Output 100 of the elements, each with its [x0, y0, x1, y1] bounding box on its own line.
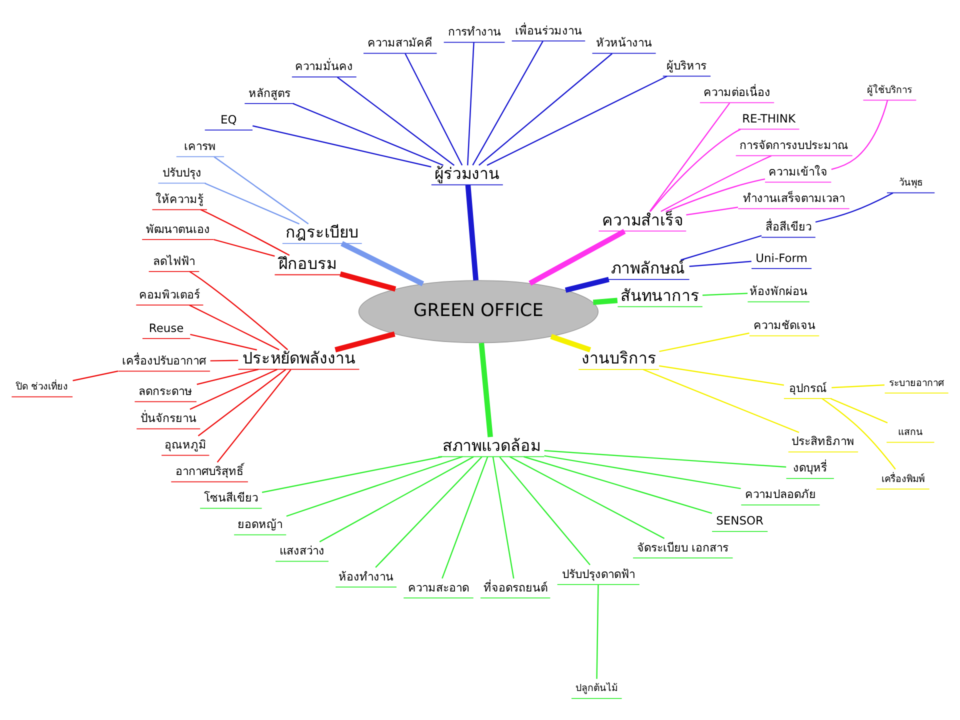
- node-text: คอมพิวเตอร์: [139, 287, 200, 302]
- node-text: ที่จอดรถยนต์: [483, 580, 548, 594]
- connector: [337, 76, 455, 166]
- node-text: ความปลอดภัย: [744, 487, 816, 502]
- node-text: ความชัดเจน: [753, 318, 816, 332]
- node-text: อุณหภูมิ: [164, 438, 206, 452]
- connector: [509, 456, 665, 539]
- node-text: ความต่อเนื่อง: [704, 85, 771, 100]
- node-text: ผู้บริหาร: [666, 58, 707, 73]
- node-text: ผู้ใช้บริการ: [867, 84, 912, 96]
- connector: [499, 456, 590, 566]
- connector: [189, 271, 288, 350]
- node-text: วันพุธ: [898, 178, 923, 189]
- connector: [649, 102, 730, 212]
- node-text: การทำงาน: [448, 24, 501, 39]
- connector: [659, 365, 784, 386]
- connector: [196, 368, 259, 385]
- node-text: กฎระเบียบ: [286, 222, 359, 242]
- node-text: เครื่องพิมพ์: [881, 474, 924, 485]
- connector: [214, 156, 309, 224]
- connector: [642, 368, 800, 433]
- connector: [72, 370, 118, 382]
- connector: [210, 360, 238, 362]
- connector: [340, 271, 396, 292]
- node-text: เครื่องปรับอากาศ: [122, 353, 206, 368]
- node-text: งานบริการ: [581, 348, 656, 368]
- node-text: ภาพลักษณ์: [611, 258, 686, 278]
- node-text: สภาพแวดล้อม: [442, 436, 540, 455]
- node-text: อุปกรณ์: [788, 380, 827, 395]
- node-text: แสงสว่าง: [280, 544, 325, 558]
- connector: [659, 332, 750, 352]
- node-text: ลดไฟฟ้า: [152, 254, 195, 268]
- connector: [190, 334, 257, 350]
- connector: [200, 209, 290, 256]
- node-text: สื่อสีเขียว: [765, 220, 812, 234]
- connector: [660, 155, 772, 212]
- connector: [472, 40, 544, 166]
- connector: [334, 331, 396, 352]
- node-text: Reuse: [148, 320, 184, 335]
- node-text: ปลูกต้นไม้: [576, 683, 618, 694]
- connector: [564, 276, 610, 293]
- node-text: ประหยัดพลังงาน: [242, 348, 356, 368]
- connector: [686, 206, 738, 216]
- node-text: ปรับปรุงดาดฟ้า: [562, 566, 635, 581]
- connector: [593, 298, 618, 306]
- node-text: แสกน: [898, 427, 923, 438]
- node-text: SENSOR: [716, 514, 764, 528]
- connector: [832, 384, 885, 388]
- node-text: ฝึกอบรม: [278, 254, 336, 273]
- connector: [544, 450, 786, 468]
- connector: [198, 368, 286, 436]
- node-text: เพื่อนร่วมงาน: [514, 23, 582, 38]
- connector: [286, 456, 463, 517]
- node-text: ให้ความรู้: [156, 192, 204, 206]
- connector: [680, 235, 762, 261]
- connector: [204, 182, 300, 224]
- connector: [478, 342, 493, 438]
- connector: [375, 456, 482, 568]
- connector: [478, 53, 612, 166]
- node-text: EQ: [220, 112, 237, 126]
- node-text: จัดระเบียบ เอกสาร: [637, 540, 729, 554]
- connector: [830, 398, 888, 424]
- connector: [214, 238, 275, 257]
- node-text: ยอดหญ้า: [238, 517, 283, 532]
- connector: [524, 456, 712, 514]
- connector: [216, 369, 292, 463]
- node-text: ความเข้าใจ: [768, 164, 828, 179]
- connector: [292, 102, 444, 166]
- node-text: ประสิทธิภาพ: [792, 434, 855, 448]
- connector: [465, 184, 478, 281]
- node-text: ผู้ร่วมงาน: [434, 164, 500, 183]
- node-text: ความมั่นคง: [295, 59, 354, 74]
- connector: [831, 100, 888, 170]
- connector: [596, 585, 599, 679]
- node-text: สันทนาการ: [620, 286, 700, 305]
- connector: [815, 192, 894, 223]
- connector: [252, 125, 432, 168]
- connector: [822, 398, 896, 470]
- node-text: ห้องพักผ่อน: [750, 284, 808, 298]
- node-text: ปั่นจักรยาน: [140, 411, 196, 426]
- connector: [702, 292, 748, 296]
- connector: [486, 76, 668, 166]
- node-text: เคารพ: [184, 138, 216, 153]
- node-text: หลักสูตร: [248, 86, 290, 100]
- node-text: อากาศบริสุทธิ์: [176, 464, 244, 478]
- node-text: ลดกระดาษ: [138, 384, 193, 398]
- connector: [340, 241, 424, 286]
- connector: [544, 455, 741, 490]
- node-text: หัวหน้างาน: [596, 36, 652, 50]
- node-text: RE-THINK: [742, 112, 796, 126]
- node-text: ระบายอากาศ: [889, 378, 944, 389]
- node-text: Uni-Form: [756, 250, 808, 265]
- connector: [666, 178, 766, 212]
- connector: [404, 53, 463, 166]
- node-text: ปิด ช่วงเที่ยง: [16, 382, 68, 393]
- connector: [442, 456, 488, 579]
- connector: [467, 42, 474, 166]
- node-text: ความสะอาด: [408, 580, 469, 594]
- connector: [650, 128, 741, 212]
- connector: [492, 456, 514, 579]
